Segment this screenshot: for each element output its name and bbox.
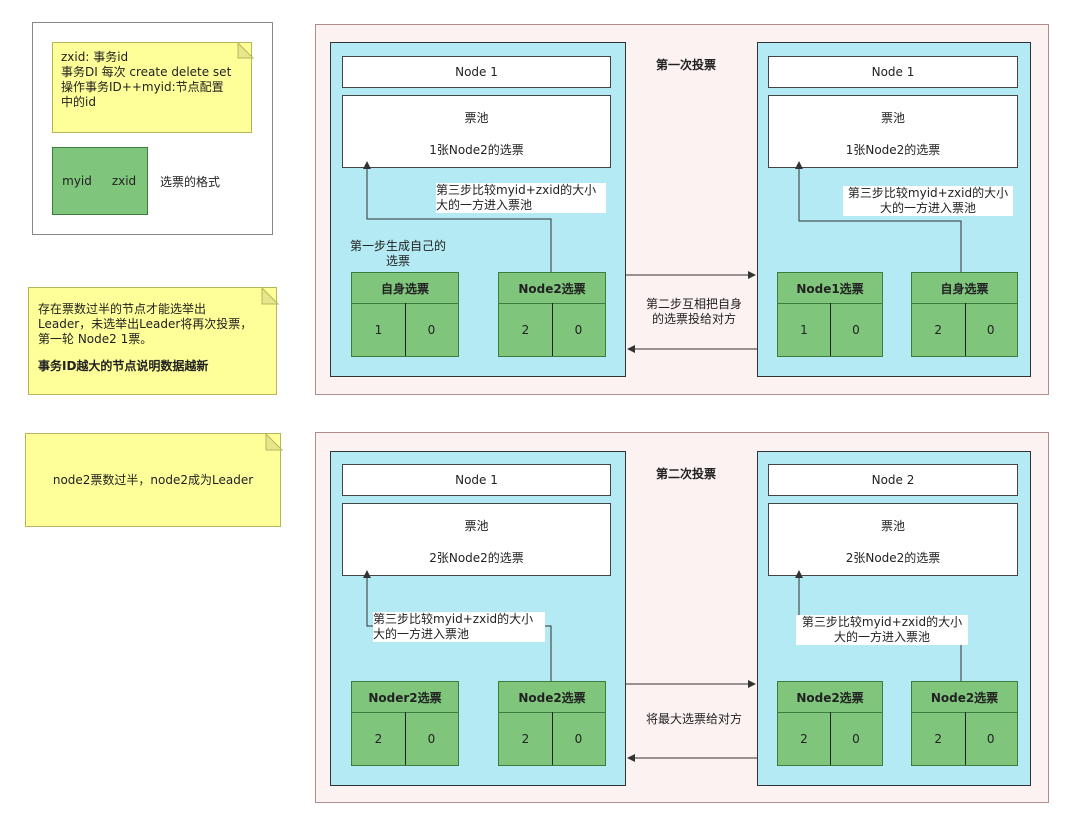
round1-left-step3-label: 第三步比较myid+zxid的大小 大的一方进入票池 [436,183,606,213]
round2-left-step3-label: 第三步比较myid+zxid的大小 大的一方进入票池 [373,612,545,642]
round2-left-ballot-b: Node2选票 2 0 [498,681,606,766]
pool-text: 1张Node2的选票 [845,143,941,157]
round1-title: 第一次投票 [656,58,717,72]
round1-left-step3-arrow [363,161,552,272]
legend-line-1: zxid: 事务id [61,50,129,64]
result-text: node2票数过半，node2成为Leader [52,472,254,487]
round1-exchange-label: 第二步互相把自身 的选票投给对方 [645,297,742,326]
round1-right-node-label: Node 1 [768,56,1018,88]
legend-ballot-zxid: zxid [101,147,148,215]
round1-left-node-label: Node 1 [342,56,611,88]
ballot-zxid: 0 [986,322,995,337]
ballot-zxid: 0 [852,322,860,337]
ballot-zxid: 0 [852,731,860,746]
pool-title: 票池 [880,111,905,125]
pool-text: 2张Node2的选票 [845,551,941,565]
ballot-myid: 2 [499,712,553,765]
legend-line-4: 中的id [61,95,96,109]
ballot-title: Node2选票 [912,682,1017,713]
note-fold-icon [237,41,255,59]
round1-right-step3-arrow [795,161,962,272]
round2-left-node-label: Node 1 [342,464,611,496]
round1-right-ballot-a: Node1选票 1 0 [777,272,883,357]
ballot-myid: 2 [912,712,966,765]
ballot-myid: 2 [499,303,553,356]
round1-left-ballot-a: 自身选票 1 0 [351,272,459,357]
ballot-myid: 2 [912,303,966,356]
round2-right-step3-label: 第三步比较myid+zxid的大小 大的一方进入票池 [796,615,968,645]
note-fold-icon [261,286,280,305]
round2-right-pool: 票池 2张Node2的选票 [768,503,1018,576]
rule-line-2: Leader，未选举出Leader将再次投票， [38,317,253,331]
rule-note: 存在票数过半的节点才能选举出 Leader，未选举出Leader将再次投票， 第… [28,286,280,395]
result-note: node2票数过半，node2成为Leader [25,432,284,527]
ballot-myid: 2 [778,712,831,765]
ballot-zxid: 0 [427,322,436,337]
round1-right-ballot-b: 自身选票 2 0 [911,272,1018,357]
pool-title: 票池 [464,111,489,125]
round1-left-pool: 票池 1张Node2的选票 [342,95,611,168]
round2-left-ballot-a: Noder2选票 2 0 [351,681,459,766]
ballot-myid: 1 [778,303,831,356]
round1-step1-label: 第一步生成自己的 选票 [349,239,446,268]
round2-left-pool: 票池 2张Node2的选票 [342,503,611,576]
ballot-zxid: 0 [574,731,583,746]
ballot-title: 自身选票 [912,273,1017,304]
pool-title: 票池 [464,519,489,533]
rule-line-3: 第一轮 Node2 1票。 [38,332,153,346]
pool-title: 票池 [880,519,905,533]
pool-text: 1张Node2的选票 [429,143,524,157]
legend-ballot-myid: myid [52,147,102,215]
legend-line-2: 事务DI 每次 create delete set [61,65,232,79]
round2-right-ballot-a: Node2选票 2 0 [777,681,883,766]
ballot-zxid: 0 [986,731,995,746]
round1-left-ballot-b: Node2选票 2 0 [498,272,606,357]
legend-caption: 选票的格式 [160,175,221,189]
note-fold-icon [265,432,284,451]
rule-line-1: 存在票数过半的节点才能选举出 [38,302,207,316]
ballot-zxid: 0 [427,731,436,746]
ballot-zxid: 0 [574,322,583,337]
round2-right-ballot-b: Node2选票 2 0 [911,681,1018,766]
legend-line-3: 操作事务ID++myid:节点配置 [61,80,224,94]
legend-note: zxid: 事务id 事务DI 每次 create delete set 操作事… [52,41,255,133]
rule-bold: 事务ID越大的节点说明数据越新 [38,359,209,373]
pool-text: 2张Node2的选票 [429,551,524,565]
ballot-myid: 2 [352,712,406,765]
round1-right-step3-label: 第三步比较myid+zxid的大小 大的一方进入票池 [843,186,1013,216]
round2-right-node-label: Node 2 [768,464,1018,496]
round2-title: 第二次投票 [656,467,717,481]
round1-right-pool: 票池 1张Node2的选票 [768,95,1018,168]
round2-exchange-label: 将最大选票给对方 [645,712,742,726]
ballot-myid: 1 [352,303,406,356]
